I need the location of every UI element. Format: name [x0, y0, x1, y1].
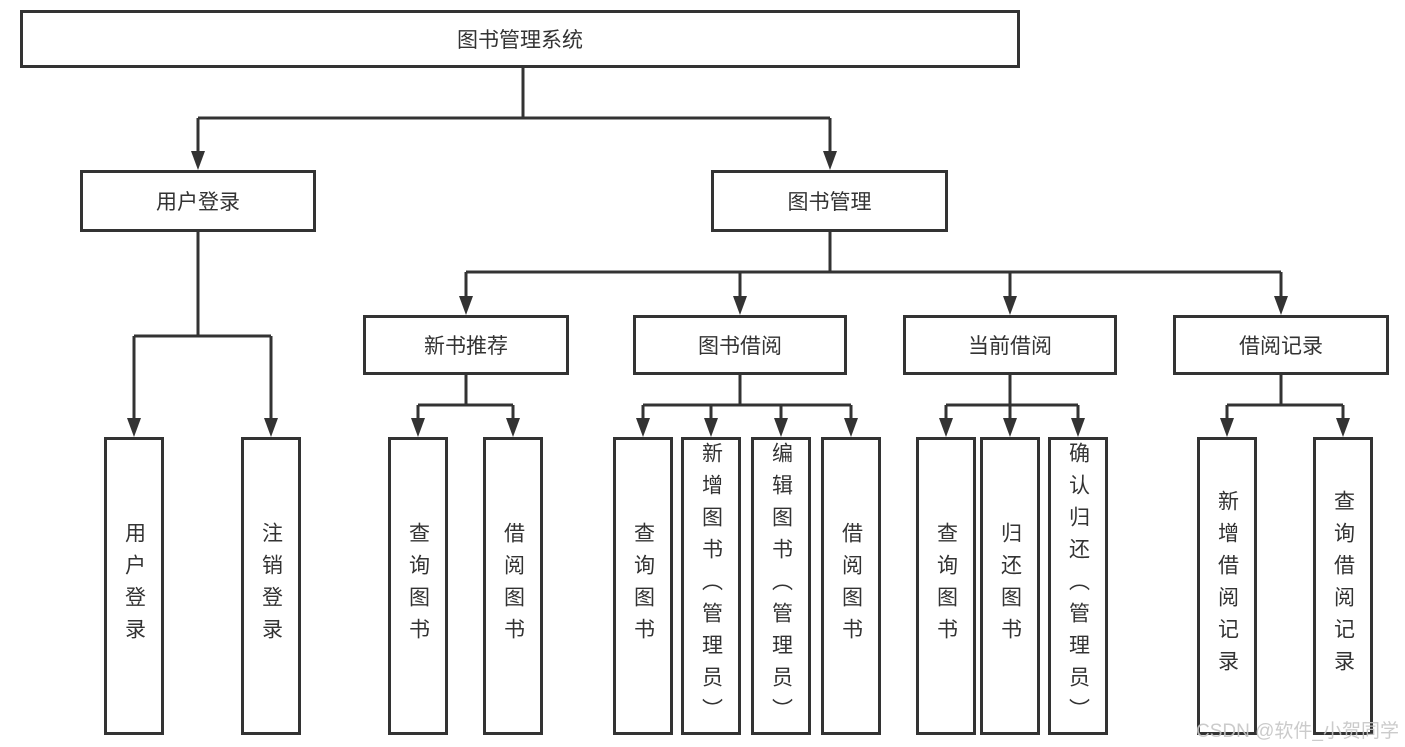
arrow-icon: [264, 418, 278, 437]
arrow-icon: [774, 418, 788, 437]
connector-borrow-records-split: [1225, 375, 1345, 429]
arrow-icon: [823, 151, 837, 170]
connector-book-borrow-split: [641, 375, 853, 429]
leaf-logout: 注销登录: [241, 437, 301, 735]
arrow-icon: [1274, 296, 1288, 315]
arrow-icon: [191, 151, 205, 170]
node-current-borrow: 当前借阅: [903, 315, 1117, 375]
arrow-icon: [127, 418, 141, 437]
node-book-management: 图书管理: [711, 170, 948, 232]
node-borrow-records: 借阅记录: [1173, 315, 1389, 375]
arrow-icon: [1003, 296, 1017, 315]
node-user-login: 用户登录: [80, 170, 316, 232]
connector-root-split: [196, 67, 832, 162]
arrow-icon: [459, 296, 473, 315]
arrow-icon: [1003, 418, 1017, 437]
connector-current-borrow-split: [944, 375, 1080, 429]
connector-book-mgmt-split: [464, 232, 1283, 307]
arrow-icon: [1336, 418, 1350, 437]
arrowheads: [127, 151, 1350, 437]
arrow-icon: [704, 418, 718, 437]
leaf-borrow-query-books: 查询图书: [613, 437, 673, 735]
csdn-watermark: CSDN @软件_小贺同学: [1196, 721, 1399, 742]
node-root-library-system: 图书管理系统: [20, 10, 1020, 68]
leaf-query-borrow-record: 查询借阅记录: [1313, 437, 1373, 735]
arrow-icon: [939, 418, 953, 437]
leaf-borrow-books: 借阅图书: [821, 437, 881, 735]
arrow-icon: [636, 418, 650, 437]
connector-user-login-split: [132, 232, 273, 429]
leaf-current-query-books: 查询图书: [916, 437, 976, 735]
leaf-add-borrow-record: 新增借阅记录: [1197, 437, 1257, 735]
node-book-borrow: 图书借阅: [633, 315, 847, 375]
node-new-book-recommend: 新书推荐: [363, 315, 569, 375]
leaf-user-login: 用户登录: [104, 437, 164, 735]
leaf-add-books-admin: 新增图书（管理员）: [681, 437, 741, 735]
arrow-icon: [733, 296, 747, 315]
arrow-icon: [1071, 418, 1085, 437]
arrow-icon: [506, 418, 520, 437]
leaf-return-books: 归还图书: [980, 437, 1040, 735]
connector-new-book-split: [416, 375, 515, 429]
leaf-confirm-return-admin: 确认归还（管理员）: [1048, 437, 1108, 735]
arrow-icon: [1220, 418, 1234, 437]
arrow-icon: [844, 418, 858, 437]
leaf-edit-books-admin: 编辑图书（管理员）: [751, 437, 811, 735]
arrow-icon: [411, 418, 425, 437]
leaf-recommend-borrow-books: 借阅图书: [483, 437, 543, 735]
leaf-recommend-query-books: 查询图书: [388, 437, 448, 735]
